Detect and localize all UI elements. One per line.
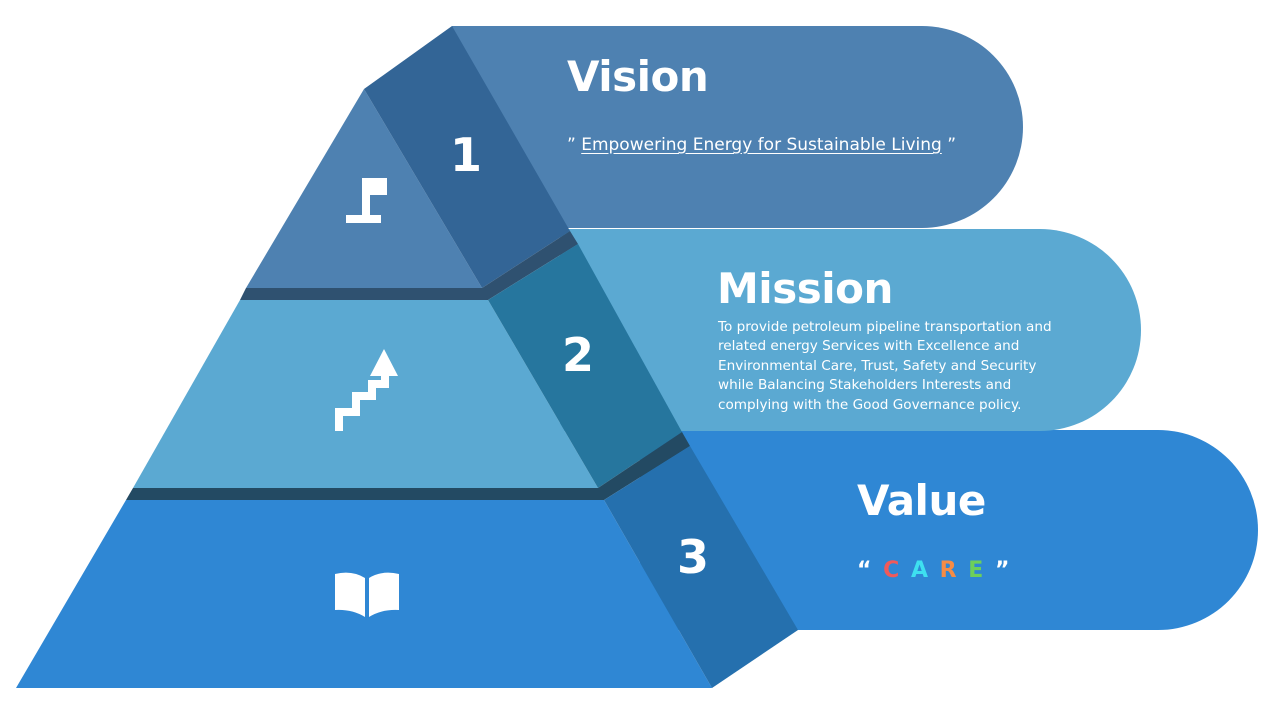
value-statement: “ C A R E ” <box>857 558 1011 583</box>
tier-number-1: 1 <box>450 128 483 182</box>
mission-banner <box>560 229 1141 431</box>
flag-icon <box>346 178 387 223</box>
care-letter-e: E <box>968 558 986 583</box>
vision-statement: ” Empowering Energy for Sustainable Livi… <box>567 135 956 155</box>
tier-number-3: 3 <box>677 530 710 584</box>
care-letter-r: R <box>939 558 959 583</box>
mission-line: related energy Services with Excellence … <box>718 338 1020 355</box>
tier-number-2: 2 <box>562 328 595 382</box>
mission-line: To provide petroleum pipeline transporta… <box>718 319 1052 335</box>
quote-close: ” <box>995 558 1012 583</box>
vision-banner <box>452 26 1023 228</box>
care-letter-a: A <box>910 558 930 583</box>
mission-statement: To provide petroleum pipeline transporta… <box>718 318 1078 415</box>
mission-line: while Balancing Stakeholders Interests a… <box>718 377 1012 394</box>
quote-close: ” <box>947 135 957 155</box>
stairs-arrow-up-icon <box>335 368 389 431</box>
mission-tier-ledge <box>126 432 690 500</box>
care-letter-c: C <box>883 558 902 583</box>
value-title: Value <box>857 476 986 525</box>
mission-line: complying with the Good Governance polic… <box>718 396 1022 413</box>
mission-tier-side <box>488 244 682 488</box>
value-banner <box>640 430 1258 630</box>
arrow-head <box>370 349 398 376</box>
value-tier-side <box>604 446 798 688</box>
vision-tier-ledge <box>240 231 578 300</box>
mission-title: Mission <box>717 264 893 313</box>
mission-line: Environmental Care, Trust, Safety and Se… <box>718 357 1037 374</box>
vision-title: Vision <box>567 52 709 101</box>
vision-statement-text: Empowering Energy for Sustainable Living <box>581 135 942 155</box>
quote-open: “ <box>857 558 874 583</box>
vision-tier-side <box>364 26 570 288</box>
quote-open: ” <box>567 135 576 155</box>
open-book-icon <box>335 572 399 617</box>
